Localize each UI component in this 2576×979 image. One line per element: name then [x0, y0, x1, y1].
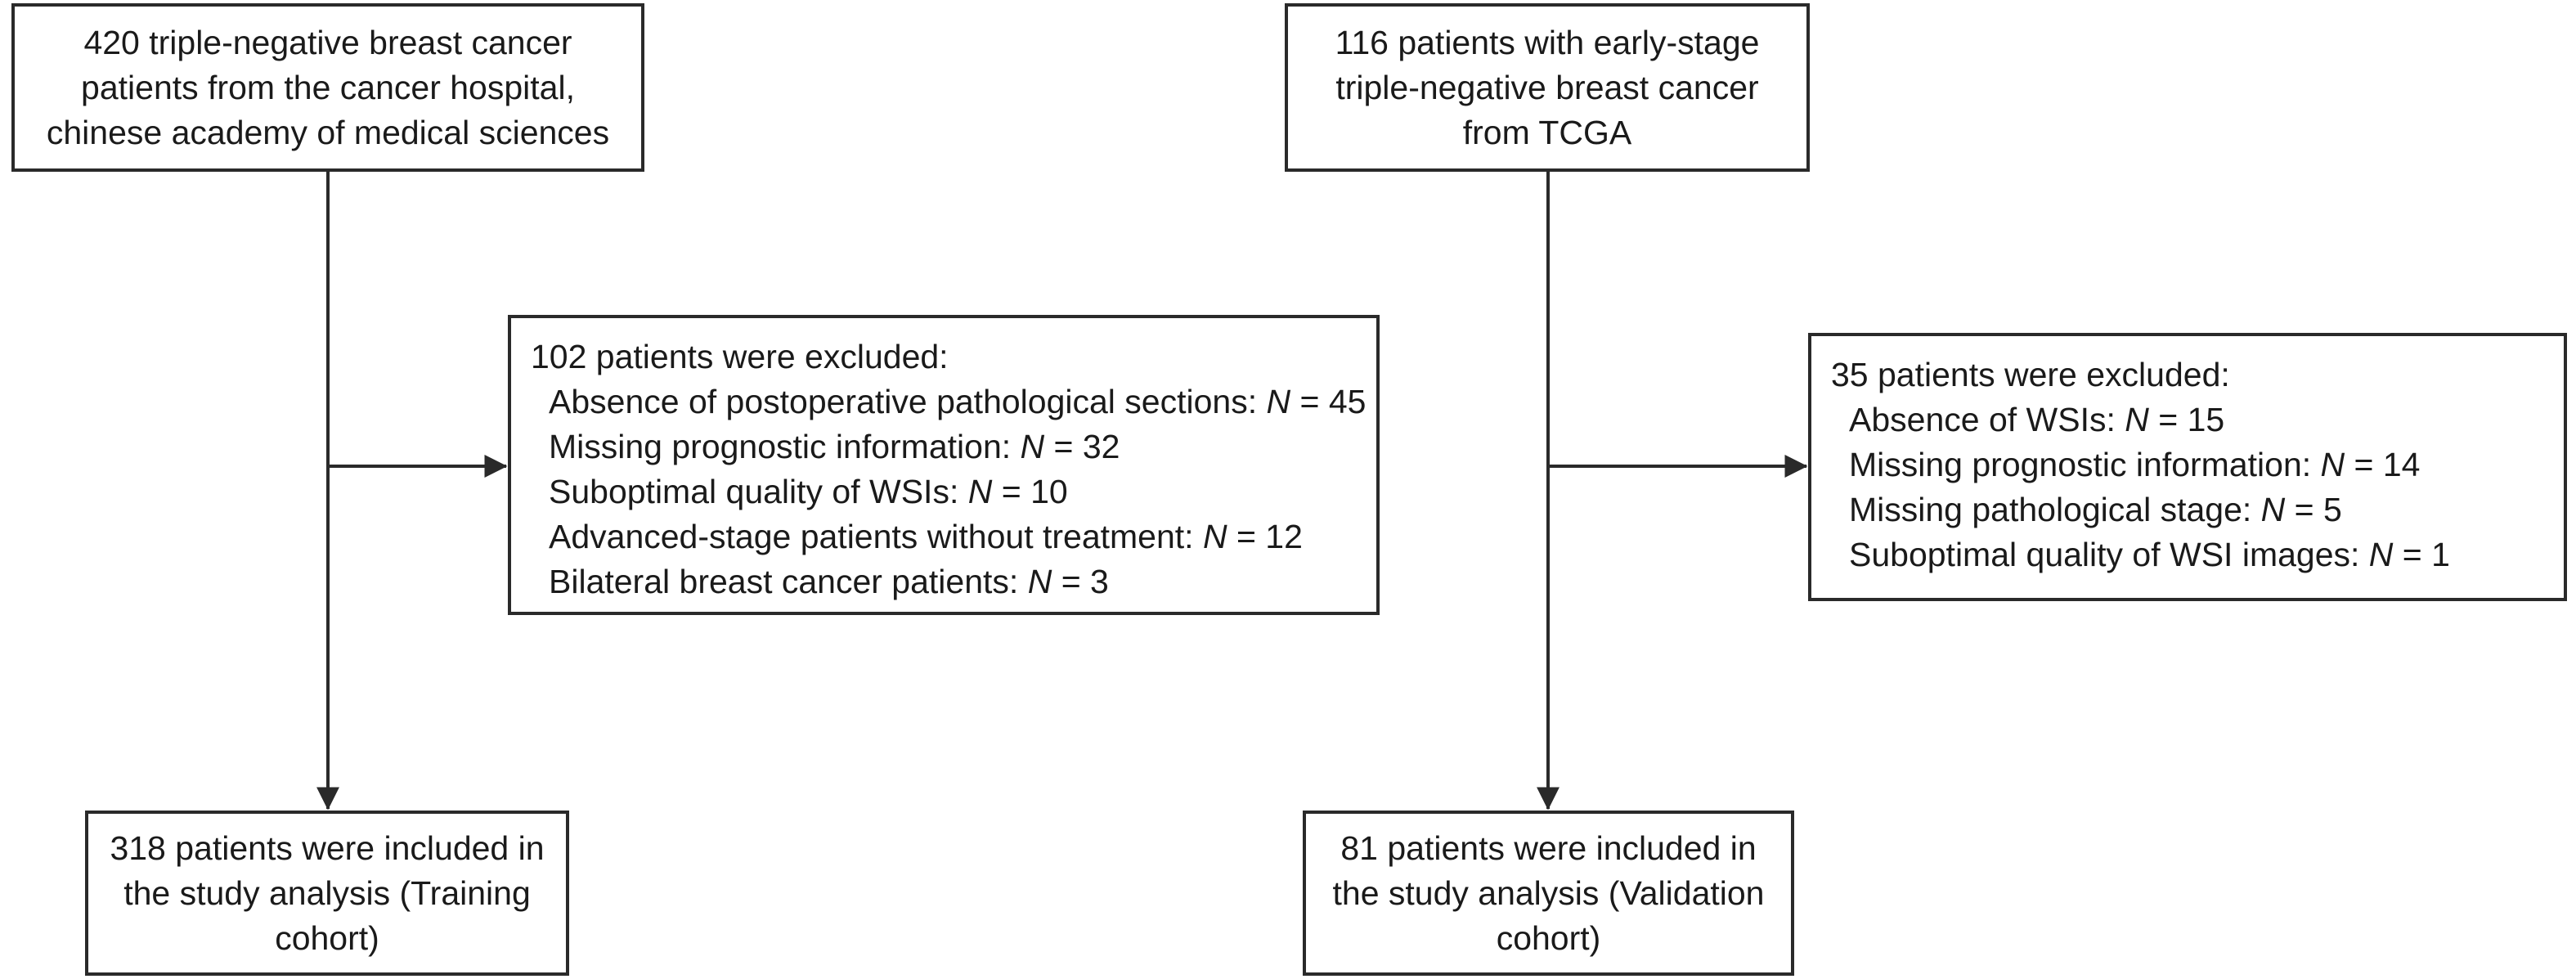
training-exclusion-item: Missing prognostic information: N = 32 — [531, 424, 1376, 469]
exclusion-reason: Missing prognostic information: — [549, 428, 1021, 465]
exclusion-n-label: N — [1266, 383, 1291, 420]
validation-source-line-1: 116 patients with early-stage — [1335, 23, 1760, 61]
validation-exclusion-item: Missing prognostic information: N = 14 — [1831, 442, 2564, 487]
exclusion-reason: Absence of postoperative pathological se… — [549, 383, 1267, 420]
exclusion-n-value: = 14 — [2345, 446, 2421, 483]
exclusion-n-value: = 5 — [2285, 491, 2342, 528]
exclusion-n-value: = 10 — [992, 473, 1068, 510]
training-exclusion-item: Suboptimal quality of WSIs: N = 10 — [531, 469, 1376, 514]
validation-cohort-line-1: 81 patients were included in — [1340, 829, 1757, 867]
exclusion-reason: Missing pathological stage: — [1849, 491, 2261, 528]
exclusion-n-label: N — [1020, 428, 1045, 465]
training-cohort-line-3: cohort) — [275, 918, 379, 957]
validation-source-box: 116 patients with early-stage triple-neg… — [1285, 3, 1810, 172]
validation-exclusion-heading: 35 patients were excluded: — [1831, 356, 2230, 393]
exclusion-n-label: N — [2260, 491, 2286, 528]
training-cohort-line-1: 318 patients were included in — [110, 829, 545, 867]
training-exclusion-item: Absence of postoperative pathological se… — [531, 379, 1376, 424]
exclusion-n-value: = 3 — [1052, 563, 1109, 600]
validation-exclusion-item: Missing pathological stage: N = 5 — [1831, 487, 2564, 532]
validation-cohort-box: 81 patients were included in the study a… — [1303, 811, 1794, 976]
exclusion-n-label: N — [2320, 446, 2345, 483]
exclusion-n-value: = 45 — [1290, 383, 1367, 420]
validation-cohort-line-2: the study analysis (Validation — [1332, 873, 1765, 912]
training-source-line-1: 420 triple-negative breast cancer — [83, 23, 572, 61]
training-exclusion-item: Advanced-stage patients without treatmen… — [531, 514, 1376, 559]
exclusion-reason: Missing prognostic information: — [1849, 446, 2321, 483]
validation-exclusion-item: Suboptimal quality of WSI images: N = 1 — [1831, 532, 2564, 577]
exclusion-reason: Advanced-stage patients without treatmen… — [549, 518, 1203, 555]
exclusion-n-label: N — [2125, 401, 2149, 438]
training-cohort-line-2: the study analysis (Training — [123, 873, 531, 912]
exclusion-n-value: = 1 — [2393, 536, 2450, 573]
exclusion-reason: Suboptimal quality of WSIs: — [549, 473, 968, 510]
exclusion-n-value: = 32 — [1044, 428, 1120, 465]
exclusion-n-label: N — [967, 473, 993, 510]
validation-source-line-3: from TCGA — [1462, 113, 1632, 151]
exclusion-n-value: = 12 — [1227, 518, 1303, 555]
training-source-line-2: patients from the cancer hospital, — [81, 68, 575, 106]
validation-exclusion-box: 35 patients were excluded: Absence of WS… — [1808, 333, 2567, 601]
training-cohort-box: 318 patients were included in the study … — [85, 811, 569, 976]
validation-exclusion-item: Absence of WSIs: N = 15 — [1831, 397, 2564, 442]
training-exclusion-box: 102 patients were excluded: Absence of p… — [508, 315, 1380, 615]
training-source-box: 420 triple-negative breast cancer patien… — [11, 3, 644, 172]
exclusion-reason: Absence of WSIs: — [1849, 401, 2125, 438]
validation-cohort-line-3: cohort) — [1496, 918, 1601, 957]
exclusion-n-label: N — [1202, 518, 1227, 555]
validation-source-line-2: triple-negative breast cancer — [1335, 68, 1759, 106]
exclusion-n-label: N — [1027, 563, 1052, 600]
training-exclusion-heading: 102 patients were excluded: — [531, 338, 949, 375]
exclusion-reason: Suboptimal quality of WSI images: — [1849, 536, 2369, 573]
training-exclusion-item: Bilateral breast cancer patients: N = 3 — [531, 559, 1376, 604]
exclusion-n-label: N — [2368, 536, 2394, 573]
exclusion-n-value: = 15 — [2148, 401, 2225, 438]
exclusion-reason: Bilateral breast cancer patients: — [549, 563, 1028, 600]
training-source-line-3: chinese academy of medical sciences — [46, 113, 610, 151]
